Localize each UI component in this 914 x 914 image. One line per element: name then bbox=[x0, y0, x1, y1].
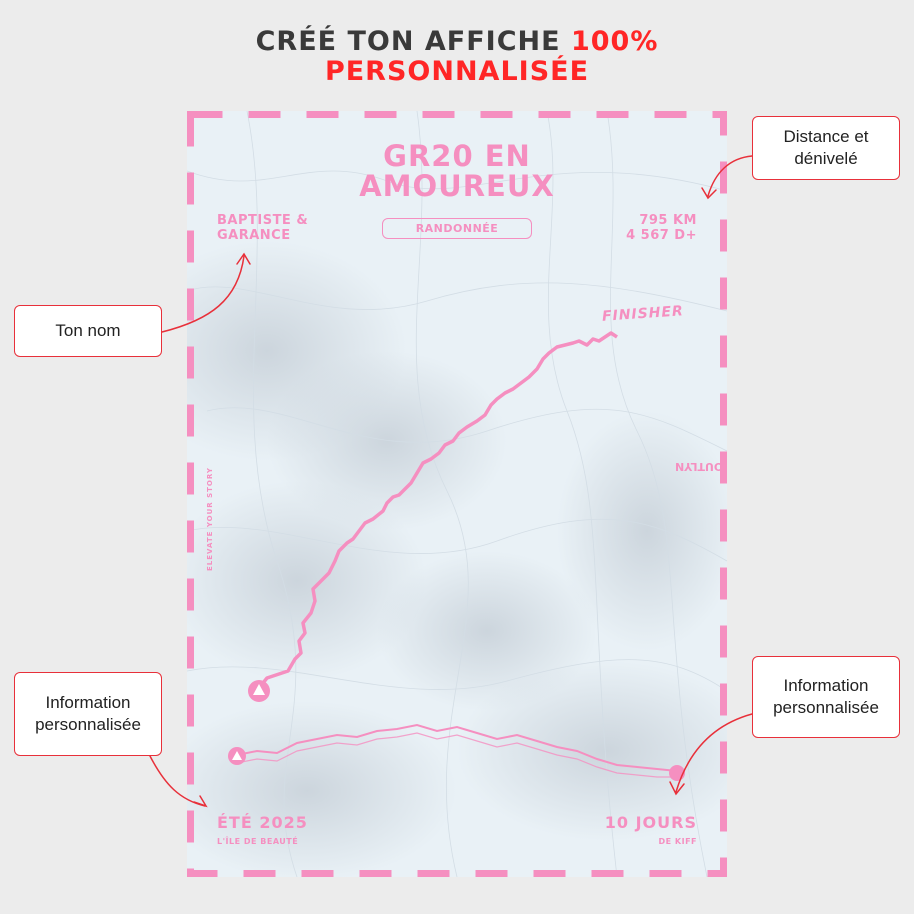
callout-info-right: Information personnalisée bbox=[752, 656, 900, 738]
poster: GR20 EN AMOUREUX BAPTISTE & GARANCE RAND… bbox=[187, 111, 727, 877]
elevation-value: 4 567 D+ bbox=[626, 227, 697, 243]
callout-info-left: Information personnalisée bbox=[14, 672, 162, 756]
poster-title: GR20 EN AMOUREUX bbox=[187, 141, 727, 202]
headline-line-1: CRÉÉ TON AFFICHE 100% bbox=[0, 26, 914, 57]
headline-line-2: PERSONNALISÉE bbox=[324, 56, 590, 87]
callout-distance: Distance et dénivelé bbox=[752, 116, 900, 180]
callout-name: Ton nom bbox=[14, 305, 162, 357]
poster-names: BAPTISTE & GARANCE bbox=[217, 213, 309, 244]
poster-title-line-1: GR20 EN bbox=[383, 139, 531, 173]
duration-note: DE KIFF bbox=[658, 837, 697, 846]
poster-names-line-2: GARANCE bbox=[217, 227, 291, 243]
season-label: ÉTÉ 2025 bbox=[217, 813, 308, 832]
end-marker-icon bbox=[669, 765, 685, 781]
poster-stats: 795 KM 4 567 D+ bbox=[626, 213, 697, 244]
headline-accent: 100% bbox=[570, 26, 659, 57]
poster-title-line-2: AMOUREUX bbox=[359, 169, 555, 204]
brand-logo-text: OUTLYN bbox=[675, 460, 724, 473]
activity-badge: RANDONNÉE bbox=[382, 218, 532, 239]
duration-label: 10 JOURS bbox=[604, 813, 697, 832]
poster-names-line-1: BAPTISTE & bbox=[217, 213, 309, 228]
vertical-tagline: ELEVATE YOUR STORY bbox=[206, 467, 214, 571]
distance-value: 795 KM bbox=[639, 213, 697, 228]
headline-main: CRÉÉ TON AFFICHE bbox=[255, 26, 561, 57]
place-label: L'ÎLE DE BEAUTÉ bbox=[217, 837, 299, 846]
